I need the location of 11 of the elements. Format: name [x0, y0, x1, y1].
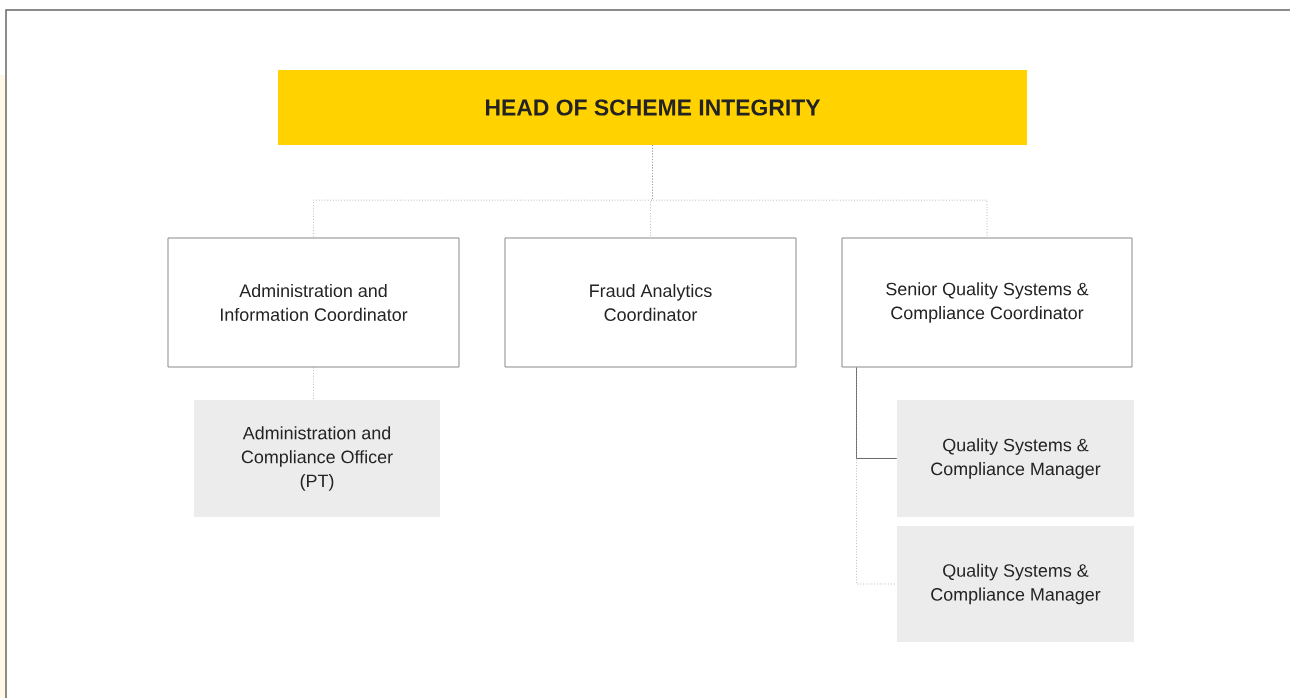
title-box: HEAD OF SCHEME INTEGRITY — [278, 70, 1027, 145]
role-box: Senior Quality Systems & Compliance Coordinator — [841, 237, 1133, 368]
staff-box: Quality Systems & Compliance Manager — [897, 400, 1134, 517]
connector-line — [313, 367, 314, 401]
staff-box: Quality Systems & Compliance Manager — [897, 526, 1134, 642]
staff-box: Administration and Compliance Officer (PT) — [194, 400, 440, 517]
connector-line — [856, 367, 898, 459]
role-box: Fraud Analytics Coordinator — [504, 237, 797, 368]
connector-line — [856, 367, 898, 585]
role-box: Administration and Information Coordinator — [167, 237, 460, 368]
connector-line — [652, 144, 988, 238]
